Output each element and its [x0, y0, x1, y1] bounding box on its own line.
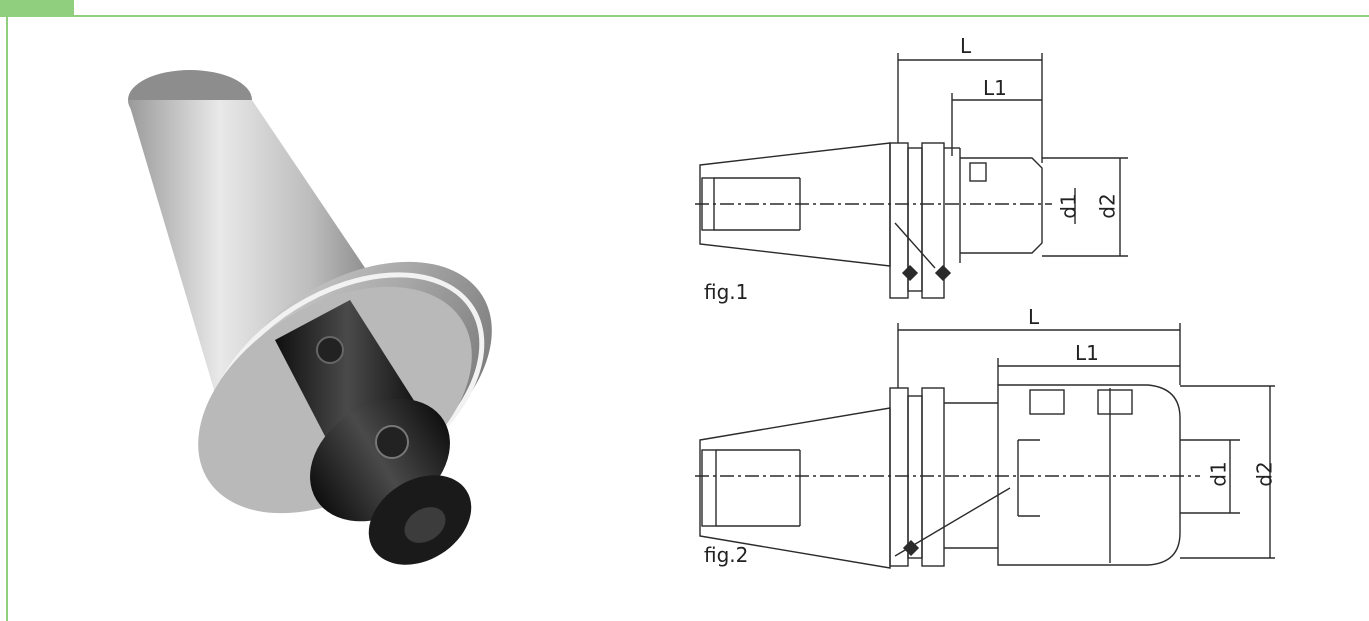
- tool-holder-icon: [128, 70, 492, 565]
- fig1-dim-L: L: [960, 34, 972, 58]
- set-screw-icon: [316, 336, 409, 459]
- fig2-dim-d1: d1: [1206, 461, 1231, 487]
- fig2-dim-L1: L1: [1075, 341, 1099, 365]
- fig2-dim-L: L: [1028, 305, 1040, 329]
- header-tab: [0, 0, 74, 17]
- fig1-drawing: [695, 53, 1128, 299]
- fig1-dim-d1: d1: [1056, 193, 1081, 219]
- fig2-drawing: [695, 323, 1275, 569]
- fig1-dim-d2: d2: [1095, 193, 1120, 219]
- fig2-dim-d2: d2: [1252, 461, 1277, 487]
- fig2-label: fig.2: [704, 543, 749, 567]
- technical-drawing: [695, 53, 1275, 569]
- clamp-body: [275, 300, 472, 565]
- fig1-dim-L1: L1: [983, 76, 1007, 100]
- header-rule: [74, 15, 1369, 17]
- header-bar: [0, 0, 1369, 17]
- left-border: [6, 17, 8, 621]
- fig1-label: fig.1: [704, 280, 749, 304]
